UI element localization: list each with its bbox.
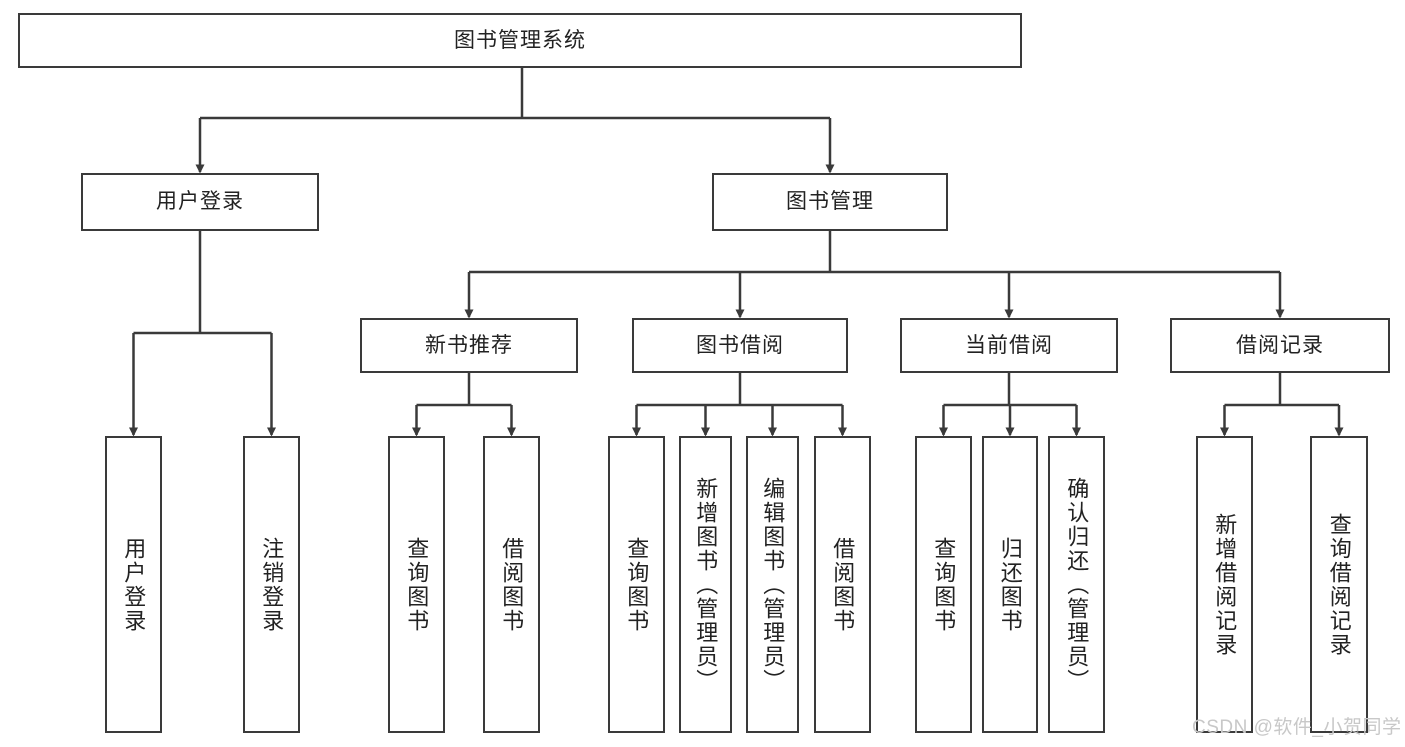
leaf-current-confirm-return-admin[interactable]: 确认归还（管理员） [1048,436,1105,733]
node-current-borrow[interactable]: 当前借阅 [900,318,1118,373]
node-user-login[interactable]: 用户登录 [81,173,319,231]
node-book-borrow[interactable]: 图书借阅 [632,318,848,373]
leaf-recommend-query-book-label: 查询图书 [404,536,430,633]
leaf-current-return-book-label: 归还图书 [997,536,1023,633]
leaf-user-logout-label: 注销登录 [259,536,285,633]
leaf-borrow-add-book-admin-label: 新增图书（管理员） [693,476,719,693]
node-user-login-label: 用户登录 [156,190,244,214]
leaf-borrow-add-book-admin[interactable]: 新增图书（管理员） [679,436,732,733]
edge-lines [129,68,1344,437]
node-new-book-recommend[interactable]: 新书推荐 [360,318,578,373]
leaf-borrow-borrow-book[interactable]: 借阅图书 [814,436,871,733]
node-book-manage[interactable]: 图书管理 [712,173,948,231]
leaf-recommend-query-book[interactable]: 查询图书 [388,436,445,733]
leaf-current-query-book-label: 查询图书 [931,536,957,633]
node-book-manage-label: 图书管理 [786,190,874,214]
leaf-borrow-edit-book-admin-label: 编辑图书（管理员） [760,476,786,693]
node-borrow-record[interactable]: 借阅记录 [1170,318,1390,373]
leaf-recommend-borrow-book[interactable]: 借阅图书 [483,436,540,733]
leaf-user-logout[interactable]: 注销登录 [243,436,300,733]
leaf-record-add-record-label: 新增借阅记录 [1212,512,1238,657]
node-book-borrow-label: 图书借阅 [696,333,784,357]
leaf-user-login-label: 用户登录 [121,536,147,633]
leaf-borrow-borrow-book-label: 借阅图书 [830,536,856,633]
node-new-book-recommend-label: 新书推荐 [425,333,513,357]
leaf-borrow-edit-book-admin[interactable]: 编辑图书（管理员） [746,436,799,733]
leaf-record-query-record[interactable]: 查询借阅记录 [1310,436,1368,733]
node-borrow-record-label: 借阅记录 [1236,333,1324,357]
leaf-user-login[interactable]: 用户登录 [105,436,162,733]
leaf-recommend-borrow-book-label: 借阅图书 [499,536,525,633]
leaf-current-confirm-return-admin-label: 确认归还（管理员） [1064,476,1090,693]
leaf-current-return-book[interactable]: 归还图书 [982,436,1038,733]
leaf-record-query-record-label: 查询借阅记录 [1326,512,1352,657]
node-root[interactable]: 图书管理系统 [18,13,1022,68]
leaf-record-add-record[interactable]: 新增借阅记录 [1196,436,1253,733]
csdn-watermark: CSDN @软件_小贺同学 [1192,717,1402,738]
node-root-label: 图书管理系统 [454,28,586,52]
node-current-borrow-label: 当前借阅 [965,333,1053,357]
leaf-current-query-book[interactable]: 查询图书 [915,436,972,733]
leaf-borrow-query-book[interactable]: 查询图书 [608,436,665,733]
leaf-borrow-query-book-label: 查询图书 [624,536,650,633]
